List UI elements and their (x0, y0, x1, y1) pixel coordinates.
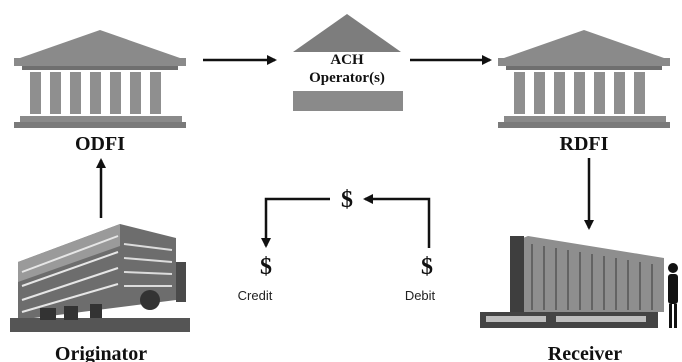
dollar-symbol-debit: $ (421, 254, 433, 280)
credit-label: Credit (238, 288, 273, 303)
receiver-label: Receiver (548, 343, 623, 362)
ach-operator-label-line1: ACH (330, 52, 364, 68)
rdfi-bank-icon (498, 30, 670, 128)
odfi-bank-icon (14, 30, 186, 128)
rdfi-label: RDFI (560, 133, 609, 155)
originator-building-icon (10, 224, 190, 332)
receiver-building-icon (480, 236, 678, 328)
arrow-top-to-credit (261, 197, 330, 248)
dollar-symbol-top: $ (341, 187, 353, 213)
arrow-debit-to-top (363, 194, 431, 248)
person-figure-icon (668, 263, 678, 328)
ach-operator-icon (293, 14, 403, 111)
dollar-symbol-credit: $ (260, 254, 272, 280)
odfi-label: ODFI (75, 133, 125, 155)
originator-label: Originator (55, 343, 147, 362)
debit-label: Debit (405, 288, 436, 303)
ach-operator-label-line2: Operator(s) (309, 70, 385, 86)
